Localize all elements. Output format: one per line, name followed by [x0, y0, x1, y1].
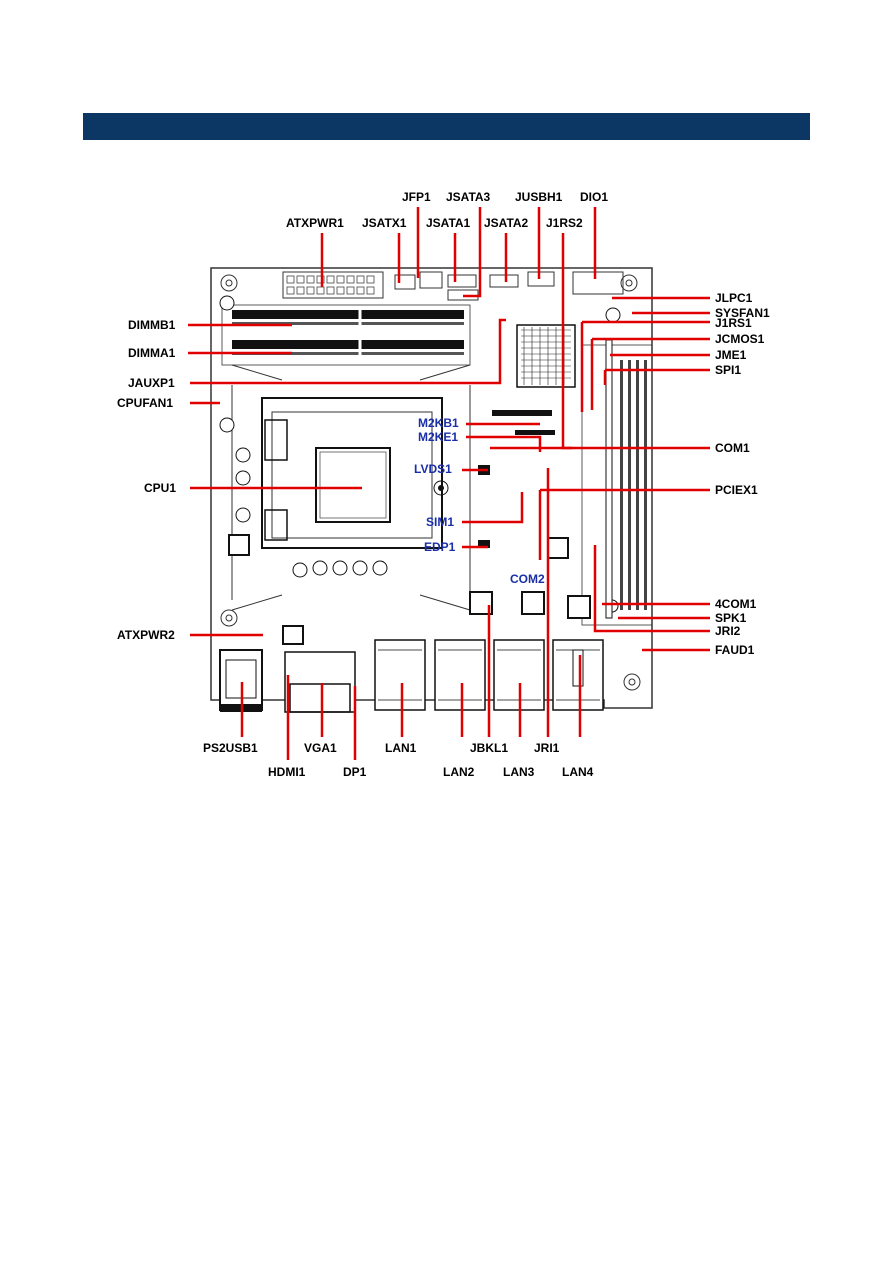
label-jusbh1: JUSBH1: [515, 190, 563, 204]
label-jri2: JRI2: [715, 624, 741, 638]
label-dimma1: DIMMA1: [128, 346, 176, 360]
label-spk1: SPK1: [715, 611, 747, 625]
label-lan3: LAN3: [503, 765, 535, 779]
label-jsata1: JSATA1: [426, 216, 471, 230]
label-pciex1: PCIEX1: [715, 483, 758, 497]
label-4com1: 4COM1: [715, 597, 757, 611]
label-com2: COM2: [510, 572, 545, 586]
label-com1: COM1: [715, 441, 750, 455]
label-dp1: DP1: [343, 765, 367, 779]
label-ps2usb1: PS2USB1: [203, 741, 258, 755]
label-cpufan1: CPUFAN1: [117, 396, 174, 410]
label-jauxp1: JAUXP1: [128, 376, 175, 390]
label-edp1: EDP1: [424, 540, 456, 554]
label-atxpwr1: ATXPWR1: [286, 216, 344, 230]
label-j1rs1: J1RS1: [715, 316, 752, 330]
label-jlpc1: JLPC1: [715, 291, 753, 305]
label-lvds1: LVDS1: [414, 462, 452, 476]
label-spi1: SPI1: [715, 363, 742, 377]
label-hdmi1: HDMI1: [268, 765, 306, 779]
label-dio1: DIO1: [580, 190, 609, 204]
label-jsatx1: JSATX1: [362, 216, 407, 230]
label-sysfan1: SYSFAN1: [715, 306, 770, 320]
label-cpu1: CPU1: [144, 481, 177, 495]
label-jsata3: JSATA3: [446, 190, 491, 204]
label-jri1: JRI1: [534, 741, 560, 755]
label-lan1: LAN1: [385, 741, 417, 755]
label-jsata2: JSATA2: [484, 216, 529, 230]
label-jcmos1: JCMOS1: [715, 332, 765, 346]
label-dimmb1: DIMMB1: [128, 318, 176, 332]
label-m2ke1: M2KE1: [418, 430, 459, 444]
label-j1rs2: J1RS2: [546, 216, 583, 230]
label-faud1: FAUD1: [715, 643, 755, 657]
section-header-bar: [83, 113, 810, 140]
label-sim1: SIM1: [426, 515, 455, 529]
label-lan2: LAN2: [443, 765, 475, 779]
label-jbkl1: JBKL1: [470, 741, 509, 755]
label-vga1: VGA1: [304, 741, 337, 755]
label-lan4: LAN4: [562, 765, 594, 779]
label-jfp1: JFP1: [402, 190, 431, 204]
label-atxpwr2: ATXPWR2: [117, 628, 175, 642]
label-m2kb1: M2KB1: [418, 416, 459, 430]
label-jme1: JME1: [715, 348, 747, 362]
